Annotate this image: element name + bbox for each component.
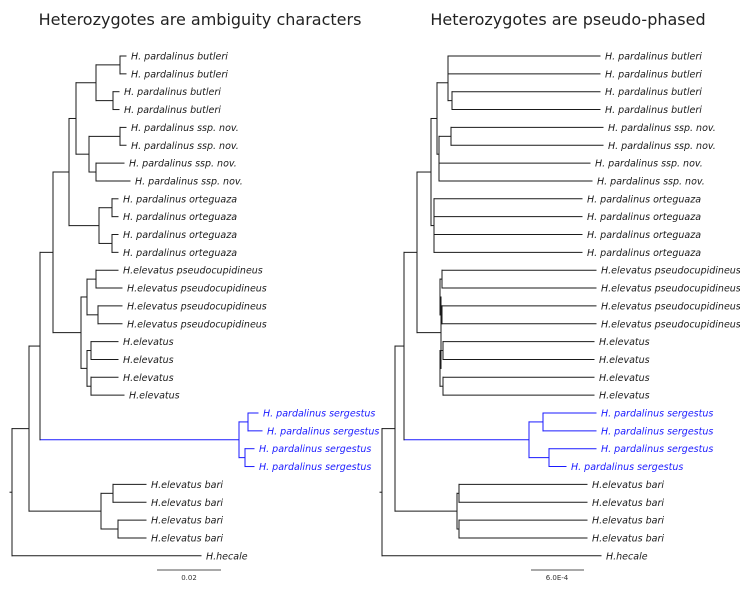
right-leaf-label: H.elevatus	[599, 373, 650, 384]
left-leaf-label: H.elevatus	[129, 391, 180, 402]
right-leaf-label: H.hecale	[606, 551, 648, 562]
left-leaf-label: H. pardalinus sergestus	[263, 409, 375, 420]
right-tree-panel: Heterozygotes are pseudo-phased H. parda…	[379, 10, 740, 582]
left-leaf-label: H. pardalinus butleri	[131, 52, 228, 63]
right-leaf-label: H. pardalinus ssp. nov.	[608, 141, 716, 152]
right-leaf-label: H. pardalinus butleri	[605, 52, 702, 63]
left-leaf-label: H. pardalinus ssp. nov.	[131, 123, 239, 134]
right-panel-title: Heterozygotes are pseudo-phased	[430, 10, 705, 29]
left-leaf-label: H. pardalinus orteguaza	[123, 230, 237, 241]
right-leaf-label: H.elevatus	[599, 391, 650, 402]
right-leaf-label: H. pardalinus ssp. nov.	[608, 123, 716, 134]
right-leaf-label: H.elevatus pseudocupidineus	[601, 284, 740, 295]
left-scale-label: 0.02	[181, 574, 197, 582]
right-tree-branches	[379, 55, 604, 557]
left-leaf-label: H. pardalinus orteguaza	[123, 194, 237, 205]
right-leaf-label: H. pardalinus ssp. nov.	[595, 159, 703, 170]
right-scale-label: 6.0E-4	[546, 574, 569, 582]
right-leaf-label: H. pardalinus sergestus	[601, 409, 713, 420]
left-leaf-label: H. pardalinus ssp. nov.	[135, 176, 243, 187]
left-leaf-label: H. pardalinus ssp. nov.	[129, 159, 237, 170]
left-leaf-label: H. pardalinus butleri	[124, 87, 221, 98]
left-leaf-label: H.elevatus pseudocupidineus	[127, 319, 267, 330]
right-leaf-label: H.elevatus bari	[592, 480, 664, 491]
right-leaf-label: H.elevatus	[599, 355, 650, 366]
left-leaf-label: H.elevatus	[123, 373, 174, 384]
right-leaf-label: H. pardalinus butleri	[605, 105, 702, 116]
right-leaf-label: H. pardalinus sergestus	[601, 426, 713, 437]
left-leaf-label: H. pardalinus orteguaza	[123, 212, 237, 223]
left-leaf-label: H. pardalinus sergestus	[259, 444, 371, 455]
left-leaf-label: H. pardalinus butleri	[124, 105, 221, 116]
left-leaf-label: H. pardalinus orteguaza	[123, 248, 237, 259]
right-leaf-label: H.elevatus pseudocupidineus	[601, 266, 740, 277]
right-leaf-label: H.elevatus	[599, 337, 650, 348]
right-leaf-label: H. pardalinus butleri	[605, 87, 702, 98]
right-leaf-label: H.elevatus pseudocupidineus	[601, 319, 740, 330]
left-leaf-label: H. pardalinus sergestus	[267, 426, 379, 437]
left-leaf-label: H.elevatus bari	[151, 480, 223, 491]
left-leaf-label: H.elevatus bari	[151, 516, 223, 527]
left-panel-title: Heterozygotes are ambiguity characters	[39, 10, 362, 29]
left-leaf-label: H. pardalinus sergestus	[259, 462, 371, 473]
left-leaf-label: H.elevatus	[123, 337, 174, 348]
right-leaf-label: H. pardalinus orteguaza	[587, 212, 701, 223]
left-leaf-label: H. pardalinus butleri	[131, 69, 228, 80]
right-leaf-label: H. pardalinus ssp. nov.	[597, 176, 705, 187]
left-leaf-label: H.elevatus pseudocupidineus	[123, 266, 263, 277]
left-tree-branches	[9, 55, 263, 557]
right-scale-bar: 6.0E-4	[531, 569, 584, 582]
right-leaf-label: H. pardalinus sergestus	[571, 462, 683, 473]
left-leaf-label: H.elevatus bari	[151, 498, 223, 509]
right-leaf-label: H.elevatus bari	[592, 516, 664, 527]
left-leaf-label: H. pardalinus ssp. nov.	[131, 141, 239, 152]
right-leaf-label: H.elevatus bari	[592, 533, 664, 544]
right-leaf-label: H. pardalinus orteguaza	[587, 248, 701, 259]
right-tree-leaves: H. pardalinus butleri H. pardalinus butle…	[571, 52, 740, 563]
right-leaf-label: H.elevatus bari	[592, 498, 664, 509]
left-leaf-label: H.elevatus pseudocupidineus	[127, 284, 267, 295]
right-leaf-label: H. pardalinus sergestus	[601, 444, 713, 455]
left-leaf-label: H.elevatus bari	[151, 533, 223, 544]
left-scale-bar: 0.02	[157, 569, 221, 582]
right-leaf-label: H.elevatus pseudocupidineus	[601, 301, 740, 312]
right-leaf-label: H. pardalinus orteguaza	[587, 230, 701, 241]
right-leaf-label: H. pardalinus butleri	[605, 69, 702, 80]
left-tree-panel: Heterozygotes are ambiguity characters H…	[9, 10, 379, 582]
left-leaf-label: H.hecale	[206, 551, 248, 562]
right-leaf-label: H. pardalinus orteguaza	[587, 194, 701, 205]
left-tree-leaves: H. pardalinus butleri H. pardalinus butle…	[123, 52, 379, 563]
left-leaf-label: H.elevatus	[123, 355, 174, 366]
left-leaf-label: H.elevatus pseudocupidineus	[127, 301, 267, 312]
